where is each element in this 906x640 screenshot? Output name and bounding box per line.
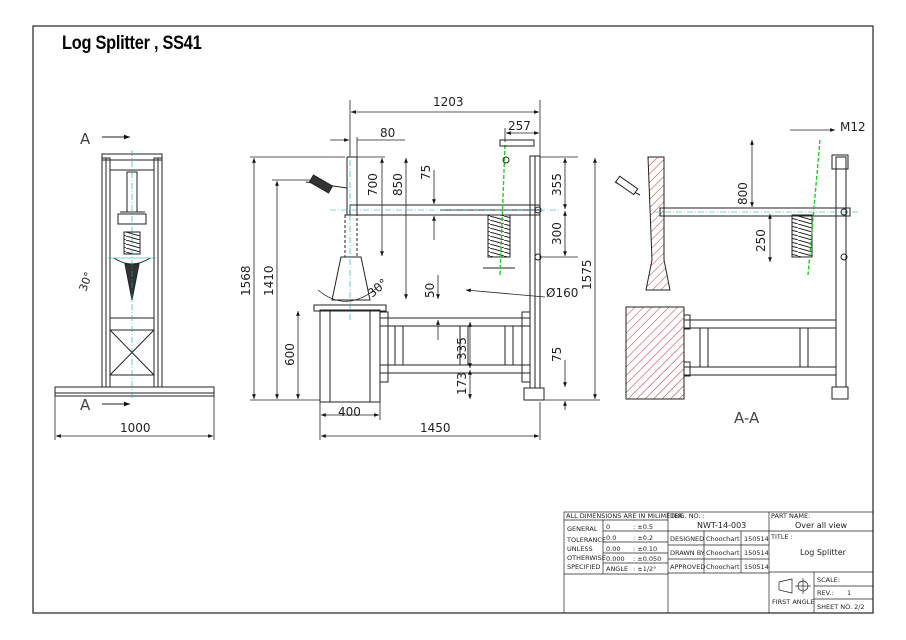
dim-1575: 1575 — [580, 259, 594, 290]
tb-tol-fmt-3: 0.000 — [606, 555, 625, 563]
dim-335: 335 — [455, 337, 469, 360]
dim-30: 30° — [365, 276, 390, 300]
dim-1450: 1450 — [420, 421, 451, 435]
tb-general-3: UNLESS — [567, 545, 593, 553]
tb-drawn-by: Choochart — [706, 549, 740, 557]
title-block-text: ALL DIMENSIONS ARE IN MILIMETER GENERAL … — [566, 512, 865, 611]
front-view — [54, 134, 215, 407]
dim-1568: 1568 — [239, 265, 253, 296]
title-block — [563, 511, 874, 614]
dim-1410: 1410 — [262, 265, 276, 296]
tb-tol-fmt-1: 0.0 — [606, 534, 616, 542]
dim-160: Ø160 — [546, 286, 578, 300]
tb-part-name-label: PART NAME: — [771, 512, 810, 520]
tb-rev: 1 — [847, 589, 851, 597]
tb-designed-label: DESIGNED — [670, 535, 704, 543]
tb-approved-date: 150514 — [744, 563, 769, 571]
dim-355: 355 — [550, 173, 564, 196]
dim-m12: M12 — [840, 120, 866, 134]
tb-general-4: OTHERWISE — [567, 554, 606, 562]
dim-300: 300 — [550, 222, 564, 245]
tb-general-5: SPECIFIED — [567, 563, 600, 571]
dim-75-bottom: 75 — [550, 347, 564, 362]
tb-tol-val-0: : ±0.5 — [633, 523, 653, 531]
section-mark-top: A — [80, 130, 91, 148]
tb-tol-val-3: : ±0.050 — [633, 555, 661, 563]
tb-rev-label: REV.: — [817, 589, 834, 597]
tb-all-dims: ALL DIMENSIONS ARE IN MILIMETER — [566, 512, 683, 520]
tb-scale-label: SCALE: — [817, 576, 840, 584]
tb-designed-by: Choochart — [706, 535, 740, 543]
tb-designed-date: 150514 — [744, 535, 769, 543]
dim-800: 800 — [736, 182, 750, 205]
tb-tol-fmt-4: ANGLE — [606, 565, 628, 573]
dim-257: 257 — [508, 119, 531, 133]
side-view — [305, 138, 560, 403]
section-view-label: A-A — [734, 409, 760, 427]
tb-drawn-date: 150514 — [744, 549, 769, 557]
drawing-title: Log Splitter , SS41 — [62, 33, 202, 54]
tb-projection: FIRST ANGLE — [772, 598, 814, 606]
dim-1203: 1203 — [433, 95, 464, 109]
tb-approved-by: Choochart — [706, 563, 740, 571]
sheet-border — [32, 25, 874, 614]
tb-drawn-label: DRAWN BY — [670, 549, 705, 557]
tb-drg-no: NWT-14-003 — [697, 521, 746, 530]
dim-700: 700 — [366, 173, 380, 196]
tb-tol-val-2: : ±0.10 — [633, 545, 657, 553]
tb-tol-fmt-2: 0.00 — [606, 545, 620, 553]
tb-approved-label: APPROVED — [670, 563, 705, 571]
tb-drg-no-label: DRG. NO. : — [670, 512, 705, 520]
dim-250: 250 — [754, 229, 768, 252]
dim-850: 850 — [391, 173, 405, 196]
dim-30-front: 30° — [77, 270, 96, 293]
dim-400: 400 — [338, 405, 361, 419]
tb-general-2: TOLERANCE — [566, 536, 606, 544]
tb-title-label: TITLE : — [770, 533, 793, 541]
tb-part-name: Over all view — [795, 521, 848, 530]
tb-tol-val-1: : ±0.2 — [633, 534, 653, 542]
tb-sheet: SHEET NO. 2/2 — [817, 603, 865, 611]
dim-173: 173 — [455, 372, 469, 395]
section-view — [614, 139, 860, 400]
dim-50: 50 — [423, 283, 437, 298]
dim-1000: 1000 — [120, 421, 151, 435]
tb-general-1: GENERAL — [567, 525, 598, 533]
dim-80: 80 — [380, 126, 395, 140]
tb-title-value: Log Splitter — [800, 548, 847, 557]
dim-600: 600 — [283, 343, 297, 366]
tb-tol-fmt-0: 0 — [606, 523, 610, 531]
dim-75-top: 75 — [419, 165, 433, 180]
tb-tol-val-4: : ±1/2° — [633, 565, 656, 573]
section-mark-bottom: A — [80, 396, 91, 414]
